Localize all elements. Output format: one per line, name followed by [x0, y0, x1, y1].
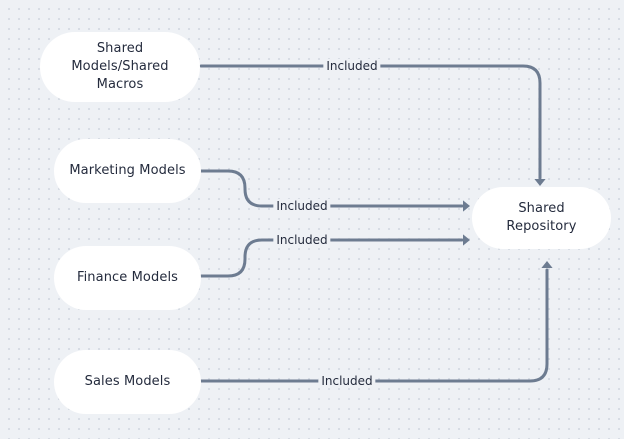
- edge-finance-models-to-repository-arrowhead: [463, 234, 470, 246]
- edge-label-finance-models: Included: [273, 233, 331, 247]
- edge-shared-models-to-repository: [199, 64, 542, 180]
- node-label: Sales Models: [84, 374, 171, 389]
- node-shared-repository[interactable]: Shared Repository: [472, 187, 611, 249]
- node-label: Shared Models/Shared Macros: [71, 41, 169, 92]
- edge-marketing-models-to-repository-arrowhead: [463, 200, 470, 212]
- node-shared-models-shared-macros[interactable]: Shared Models/Shared Macros: [40, 32, 200, 102]
- node-label: Finance Models: [76, 270, 179, 285]
- edge-label-shared-models: Included: [323, 59, 381, 73]
- node-label: Shared Repository: [506, 201, 577, 234]
- node-label: Marketing Models: [69, 163, 186, 178]
- node-finance-models[interactable]: Finance Models: [54, 246, 201, 310]
- edge-sales-models-to-repository-arrowhead: [541, 261, 553, 268]
- edge-shared-models-to-repository-arrowhead: [534, 179, 546, 186]
- edge-label-marketing-models: Included: [273, 199, 331, 213]
- edge-marketing-models-to-repository: [199, 169, 464, 208]
- edge-finance-models-to-repository: [199, 238, 464, 278]
- node-sales-models[interactable]: Sales Models: [54, 350, 201, 414]
- edge-label-sales-models: Included: [318, 374, 376, 388]
- edge-sales-models-to-repository: [199, 268, 549, 383]
- node-marketing-models[interactable]: Marketing Models: [54, 139, 201, 203]
